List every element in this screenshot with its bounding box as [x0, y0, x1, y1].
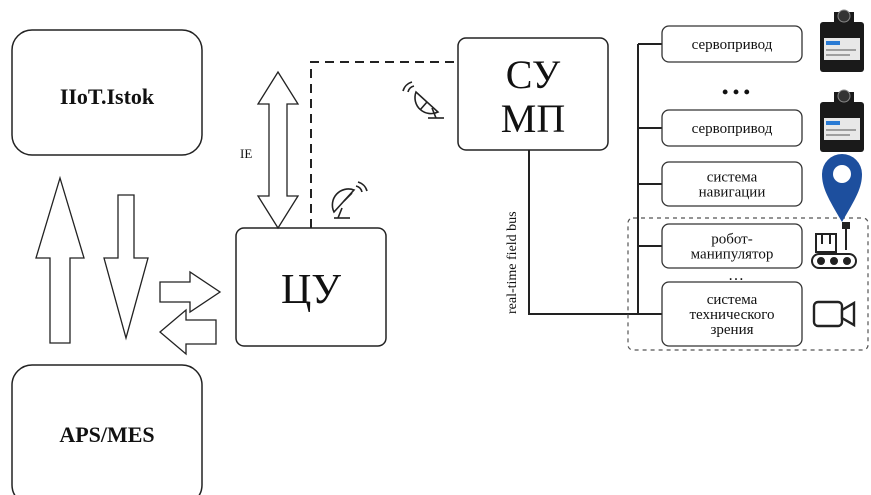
- iiot-block: IIoT.Istok: [11, 29, 203, 156]
- servo-motor-icon: [820, 9, 864, 72]
- arrow-up-aps-to-iiot: [35, 175, 85, 344]
- device-label: система: [707, 170, 758, 186]
- aps-mes-label: APS/MES: [59, 422, 154, 447]
- field-bus-line: [528, 150, 638, 315]
- device-label: манипулятор: [691, 247, 774, 263]
- ie-label: IE: [240, 146, 252, 161]
- device-label: технического: [689, 307, 774, 323]
- su-label: СУ: [506, 52, 561, 97]
- device-label: робот-: [711, 232, 752, 248]
- device-list: сервоприводсервоприводсистеманавигацииро…: [638, 25, 803, 347]
- robot-vision-group-frame: [627, 217, 869, 351]
- ellipsis-mid: …: [728, 267, 744, 284]
- wireless-link-dashed: [310, 61, 458, 228]
- arrow-right-to-cu: [159, 270, 222, 314]
- cu-block: ЦУ: [235, 227, 387, 347]
- iiot-label: IIoT.Istok: [60, 84, 155, 109]
- device-label: система: [707, 292, 758, 308]
- field-bus-label: real-time field bus: [505, 211, 520, 314]
- ie-double-arrow: [256, 70, 300, 230]
- device-box: [661, 25, 803, 63]
- device-label: сервопривод: [692, 121, 773, 137]
- arrow-down-iiot-to-aps: [103, 194, 149, 341]
- su-mp-block: СУ МП: [457, 37, 609, 151]
- device-label: навигации: [699, 185, 766, 201]
- cu-label: ЦУ: [281, 267, 341, 313]
- video-camera-icon: [812, 300, 856, 328]
- device-box: [661, 223, 803, 269]
- ellipsis-top: • • •: [722, 82, 750, 102]
- arrow-left-from-cu: [158, 308, 217, 356]
- device-box: [661, 281, 803, 347]
- device-label: зрения: [710, 322, 753, 338]
- satellite-dish-icon: [402, 81, 444, 119]
- device-label: сервопривод: [692, 37, 773, 53]
- mp-label: МП: [501, 96, 565, 141]
- satellite-dish-icon: [331, 181, 368, 219]
- aps-mes-block: APS/MES: [11, 364, 203, 495]
- map-pin-icon: [822, 154, 862, 222]
- device-box: [661, 161, 803, 207]
- conveyor-robot-icon: [811, 222, 857, 269]
- device-box: [661, 109, 803, 147]
- servo-motor-icon: [820, 89, 864, 152]
